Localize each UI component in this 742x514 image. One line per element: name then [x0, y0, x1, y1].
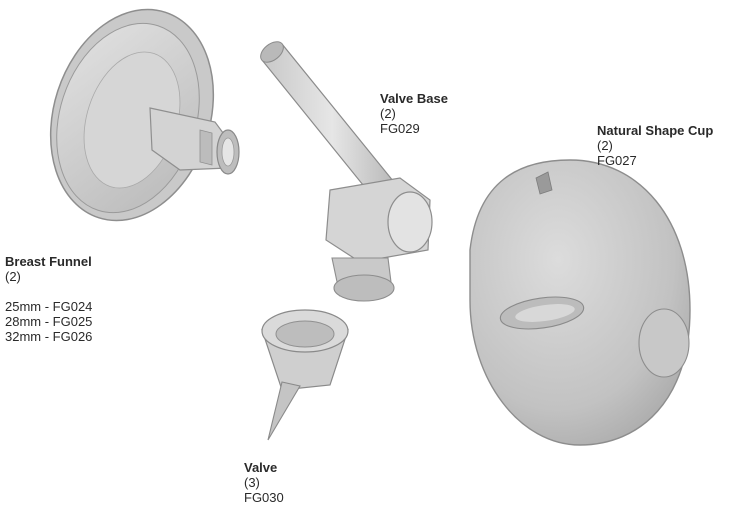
breast-funnel-label: Breast Funnel (2) 25mm - FG024 28mm - FG… — [5, 254, 92, 344]
breast-funnel-qty: (2) — [5, 269, 92, 284]
natural-shape-cup-code: FG027 — [597, 153, 713, 168]
breast-funnel-code-28: 28mm - FG025 — [5, 314, 92, 329]
valve-qty: (3) — [244, 475, 284, 490]
valve-drawing — [262, 310, 348, 440]
breast-funnel-code-32: 32mm - FG026 — [5, 329, 92, 344]
valve-base-name: Valve Base — [380, 91, 448, 106]
breast-funnel-name: Breast Funnel — [5, 254, 92, 269]
natural-shape-cup-qty: (2) — [597, 138, 713, 153]
valve-code: FG030 — [244, 490, 284, 505]
valve-base-label: Valve Base (2) FG029 — [380, 91, 448, 136]
valve-base-drawing — [257, 38, 432, 301]
breast-funnel-drawing — [24, 0, 239, 242]
valve-label: Valve (3) FG030 — [244, 460, 284, 505]
breast-funnel-code-25: 25mm - FG024 — [5, 299, 92, 314]
valve-name: Valve — [244, 460, 284, 475]
natural-shape-cup-name: Natural Shape Cup — [597, 123, 713, 138]
natural-shape-cup-drawing — [470, 160, 690, 445]
valve-base-qty: (2) — [380, 106, 448, 121]
valve-base-code: FG029 — [380, 121, 448, 136]
natural-shape-cup-label: Natural Shape Cup (2) FG027 — [597, 123, 713, 168]
